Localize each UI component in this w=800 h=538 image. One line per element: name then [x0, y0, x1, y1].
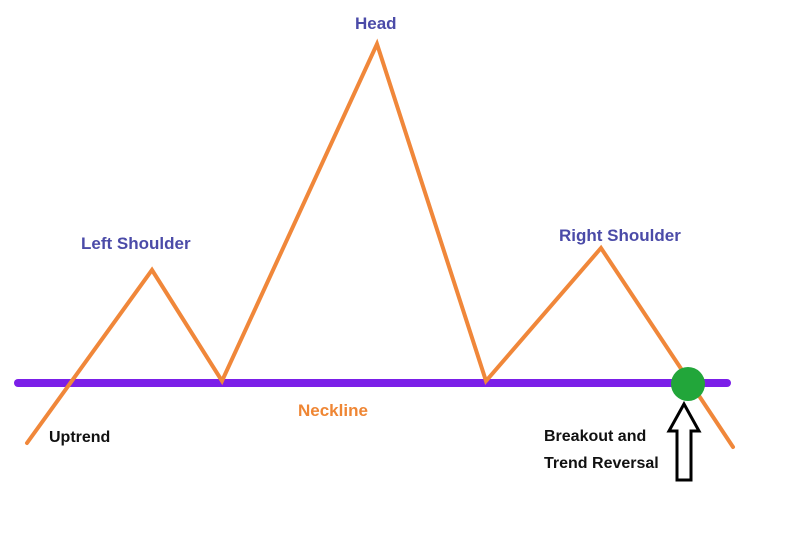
left-shoulder-label: Left Shoulder: [81, 234, 191, 253]
breakout-label: Breakout and: [544, 428, 647, 445]
breakout-marker-icon: [671, 367, 705, 401]
right-shoulder-label: Right Shoulder: [559, 226, 681, 245]
price-path-line: [25, 38, 735, 449]
neckline-label: Neckline: [298, 401, 368, 420]
up-arrow-icon: [666, 400, 702, 482]
uptrend-label: Uptrend: [49, 429, 111, 446]
trend-reversal-label: Trend Reversal: [544, 455, 659, 472]
head-label: Head: [355, 14, 397, 33]
